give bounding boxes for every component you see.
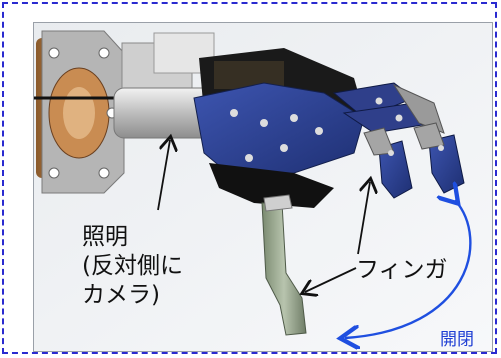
light-label-line1: 照明	[82, 224, 128, 250]
open-close-label: 開閉	[440, 330, 474, 350]
light-label: 照明 (反対側に カメラ)	[82, 223, 183, 310]
light-label-line3: カメラ)	[82, 282, 160, 308]
light-label-line2: (反対側に	[82, 253, 183, 279]
light-arrow	[157, 140, 170, 211]
dashed-frame	[2, 2, 497, 354]
open-close-arrow	[345, 200, 472, 338]
finger-label: フィンガ	[356, 257, 448, 283]
finger-arrow-lower	[305, 267, 357, 292]
finger-arrow-upper	[357, 182, 370, 255]
